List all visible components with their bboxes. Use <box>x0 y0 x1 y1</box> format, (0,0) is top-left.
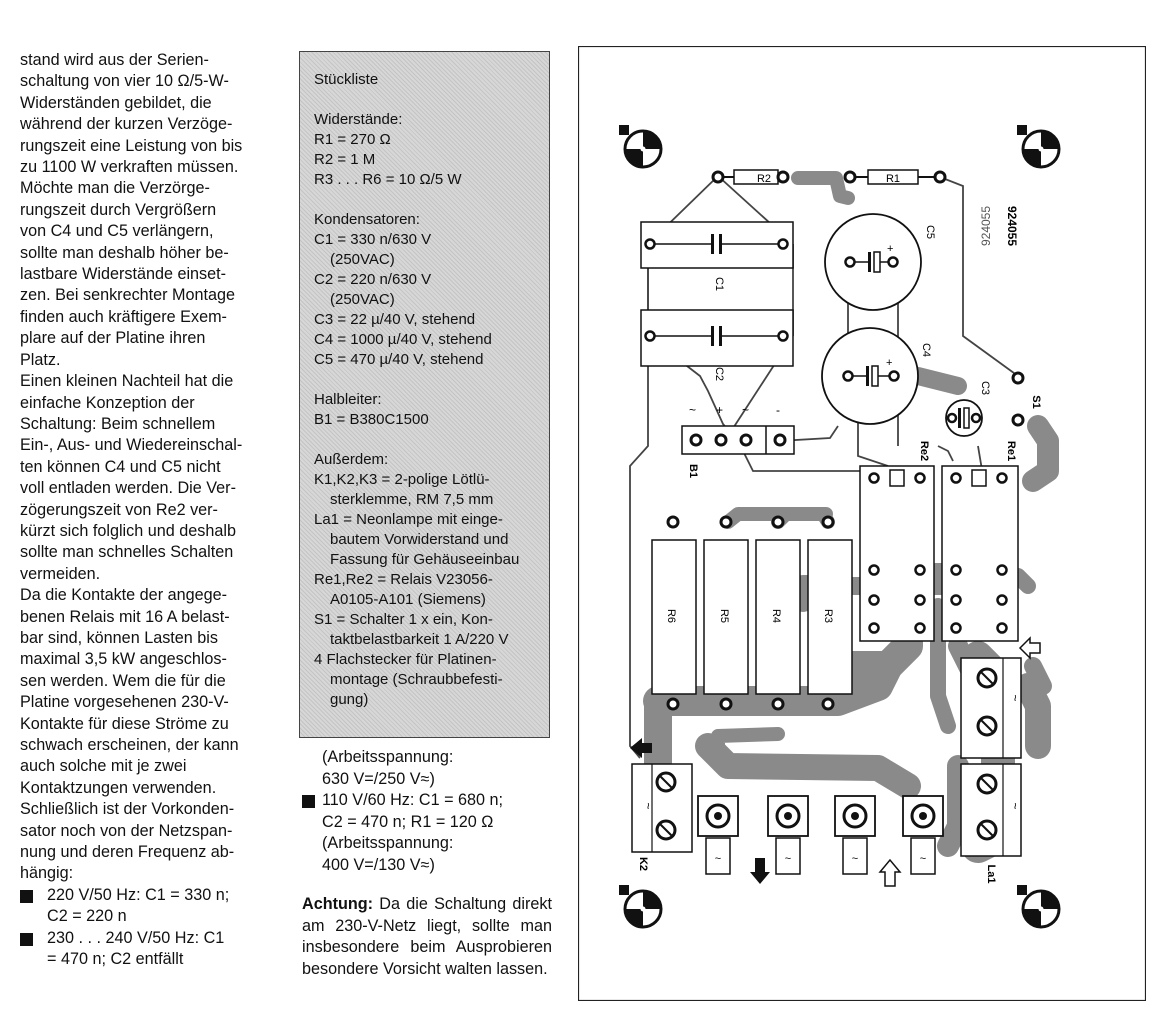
svg-text:C2: C2 <box>713 367 725 381</box>
resistor-r5: R5 <box>703 515 749 711</box>
bullet-square-icon <box>20 889 33 903</box>
resistors-section: Widerstände: R1 = 270 Ω R2 = 1 M R3 . . … <box>314 110 541 190</box>
svg-text:~: ~ <box>785 853 791 865</box>
arrow-down-icon <box>750 858 770 884</box>
svg-text:R1: R1 <box>886 173 900 185</box>
switch-s1-pads: S1 <box>1011 371 1042 427</box>
svg-text:C3: C3 <box>979 381 991 395</box>
bridge-rectifier-b1: ~ + ~ - B1 <box>681 403 795 478</box>
capacitor-c4: + C4 <box>821 327 932 425</box>
svg-text:Re1: Re1 <box>1005 441 1017 461</box>
paragraph: Da die Kontakte der angege- benen Relais… <box>20 586 239 883</box>
svg-text:~: ~ <box>641 802 655 809</box>
board-number: 924055 <box>1005 206 1019 246</box>
lamp-la1: ~ La1 <box>960 763 1022 884</box>
svg-text:~: ~ <box>1008 802 1022 809</box>
resistor-r3: R3 <box>807 515 853 711</box>
svg-text:~: ~ <box>1008 694 1022 701</box>
section-heading: Kondensatoren: <box>314 211 420 228</box>
svg-text:~: ~ <box>715 853 721 865</box>
svg-text:C1: C1 <box>713 277 725 291</box>
capacitor-c1: C1 <box>640 221 794 291</box>
svg-text:R2: R2 <box>757 173 771 185</box>
board-number-mirrored: 924055 <box>979 206 993 246</box>
svg-text:C4: C4 <box>920 343 932 357</box>
svg-text:R5: R5 <box>718 609 730 623</box>
svg-text:+: + <box>887 243 893 255</box>
flat-tab-connectors: ~ ~ ~ ~ <box>697 795 944 887</box>
list-item: 220 V/50 Hz: C1 = 330 n; C2 = 220 n <box>20 885 272 928</box>
svg-text:~: ~ <box>920 853 926 865</box>
svg-text:Re2: Re2 <box>918 441 930 461</box>
bullet-square-icon <box>302 795 315 808</box>
mounting-holes <box>619 125 1061 929</box>
terminal-block-k2: ~ K2 <box>630 738 693 871</box>
capacitor-c3: C3 <box>945 381 991 437</box>
resistor-r6: R6 <box>651 515 697 711</box>
svg-text:+: + <box>886 357 892 369</box>
section-heading: Widerstände: <box>314 111 403 128</box>
bullet-square-icon <box>20 932 33 946</box>
svg-text:~: ~ <box>689 403 696 417</box>
resistor-r1: R1 <box>843 169 947 185</box>
svg-text:R3: R3 <box>822 609 834 623</box>
misc-section: Außerdem: K1,K2,K3 = 2-polige Lötlü- ste… <box>314 450 541 710</box>
paragraph: stand wird aus der Serien- schaltung von… <box>20 51 243 369</box>
list-item: 110 V/60 Hz: C1 = 680 n; C2 = 470 n; R1 … <box>302 790 552 833</box>
warning-paragraph: Achtung: Da die Schaltung direkt am 230-… <box>302 895 552 978</box>
relay-re2: Re2 <box>859 441 935 642</box>
capacitor-c5: + C5 <box>824 213 936 311</box>
pcb-layout-figure: R2 R1 C1 C2 + C5 <box>578 46 1146 1001</box>
svg-text:R6: R6 <box>665 609 677 623</box>
svg-text:B1: B1 <box>687 464 699 478</box>
arrow-up-icon <box>878 858 902 887</box>
svg-text:~: ~ <box>742 403 749 417</box>
list-item: 230 . . . 240 V/50 Hz: C1 = 470 n; C2 en… <box>20 928 272 971</box>
resistor-r4: R4 <box>755 515 801 711</box>
paragraph: (Arbeitsspannung: 630 V=/250 V≈) <box>322 748 454 788</box>
warning-label: Achtung: <box>302 895 374 913</box>
resistor-r2: R2 <box>711 169 790 185</box>
body-text-column-left: stand wird aus der Serien- schaltung von… <box>20 50 272 970</box>
paragraph: Einen kleinen Nachteil hat die einfache … <box>20 372 243 583</box>
parts-list-box: Stückliste Widerstände: R1 = 270 Ω R2 = … <box>299 51 550 738</box>
svg-text:La1: La1 <box>985 865 997 884</box>
paragraph: (Arbeitsspannung: 400 V=/130 V≈) <box>322 834 454 874</box>
section-heading: Halbleiter: <box>314 391 382 408</box>
svg-text:-: - <box>776 403 780 417</box>
svg-text:K2: K2 <box>637 857 649 871</box>
relay-re1: Re1 <box>941 441 1019 642</box>
svg-text:R4: R4 <box>770 609 782 623</box>
semiconductors-section: Halbleiter: B1 = B380C1500 <box>314 390 541 430</box>
svg-text:C5: C5 <box>924 225 936 239</box>
capacitors-section: Kondensatoren: C1 = 330 n/630 V (250VAC)… <box>314 210 541 370</box>
parts-list-title: Stückliste <box>314 71 379 88</box>
body-text-column-middle: (Arbeitsspannung: 630 V=/250 V≈) 110 V/6… <box>302 747 552 996</box>
terminal-block-k1: ~ <box>960 636 1041 759</box>
svg-text:S1: S1 <box>1030 395 1042 408</box>
svg-text:+: + <box>716 403 723 417</box>
section-heading: Außerdem: <box>314 451 389 468</box>
capacitor-c2: C2 <box>640 309 794 381</box>
svg-text:~: ~ <box>852 853 858 865</box>
